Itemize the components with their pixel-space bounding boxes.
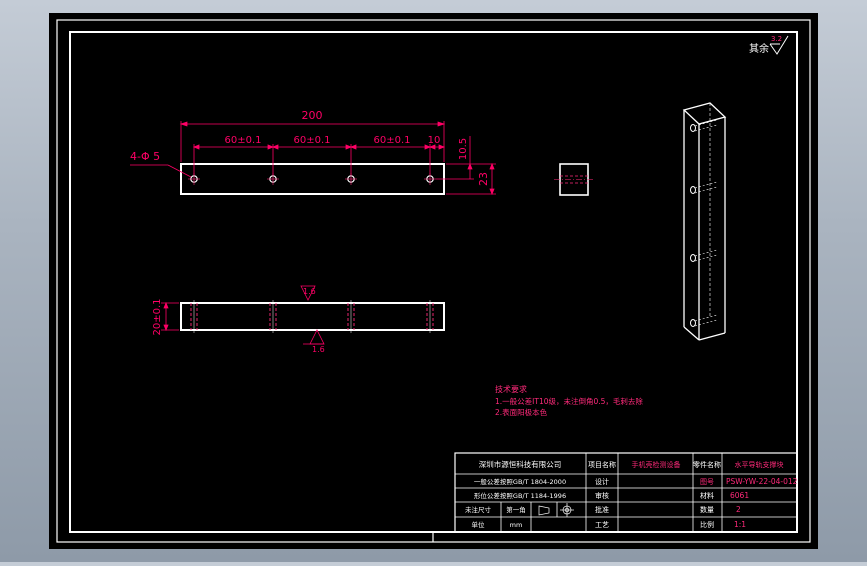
tb-label-review: 审核	[595, 491, 609, 500]
title-block-grid	[455, 453, 797, 532]
tb-value-material: 6061	[730, 491, 749, 500]
bottom-view[interactable]: 20±0.1 1.6 1.6	[152, 285, 445, 354]
bottom-view-hole-centers	[193, 300, 431, 333]
tb-label-scale: 比例	[700, 520, 714, 529]
bottom-view-outline	[180, 302, 445, 331]
dim-spacing-1-text: 60±0.1	[224, 135, 261, 146]
tb-label-part-name: 零件名称	[693, 460, 721, 469]
tb-value-qty: 2	[736, 505, 741, 514]
front-view[interactable]: 200 60±0.1 60±0.1 60±0.1 10 4-Φ 5	[130, 109, 496, 196]
dim-bottom-height[interactable]	[161, 301, 179, 332]
tb-row3-c2: 第一角	[506, 505, 526, 514]
side-view[interactable]	[554, 163, 594, 196]
tb-label-part-no: 图号	[700, 478, 714, 486]
dim-hole-spacing-chain[interactable]	[192, 144, 446, 175]
hole-callout-leader	[130, 164, 192, 178]
projection-symbol	[538, 503, 574, 517]
tb-company: 深圳市源恒科技有限公司	[479, 459, 562, 469]
dim-vertical-offset-text: 10.5	[458, 138, 469, 160]
tb-label-project: 项目名称	[588, 460, 616, 469]
roughness-value: 3.2	[771, 35, 782, 43]
notes-heading: 技术要求	[495, 384, 527, 394]
dim-spacing-2-text: 60±0.1	[293, 135, 330, 146]
tb-label-process: 工艺	[595, 521, 609, 529]
roughness-check-mark	[769, 35, 789, 55]
dim-bottom-height-text: 20±0.1	[152, 298, 163, 335]
drawing-sheet	[49, 13, 818, 549]
dim-overall-length[interactable]	[179, 121, 446, 162]
hole-callout-text: 4-Φ 5	[130, 150, 160, 163]
tb-standard-2: 形位公差按照GB/T 1184-1996	[474, 491, 566, 500]
isometric-view[interactable]	[682, 102, 727, 341]
roughness-symbol-bottom	[303, 329, 325, 345]
roughness-label: 其余	[749, 42, 769, 55]
technical-notes: 技术要求 1.一般公差IT10级，未注倒角0.5，毛刺去除 2.表面阳极本色	[495, 384, 643, 417]
roughness-top-value: 1.6	[303, 287, 316, 296]
tb-label-approve: 批准	[595, 505, 609, 514]
tb-value-part-no: PSW-YW-22-04-012	[726, 477, 798, 486]
notes-line-1: 1.一般公差IT10级，未注倒角0.5，毛刺去除	[495, 396, 643, 406]
roughness-symbol-top	[300, 285, 316, 301]
notes-line-2: 2.表面阳极本色	[495, 407, 548, 417]
tb-value-part-name: 水平导轨支撑块	[735, 460, 784, 469]
iso-holes	[690, 124, 696, 327]
tb-value-scale: 1:1	[734, 520, 746, 529]
bottom-view-hidden-holes	[190, 303, 434, 330]
dim-edge-offset-text: 10	[428, 135, 441, 146]
tb-value-project: 手机壳检测设备	[632, 460, 681, 469]
tb-label-drawn: 设计	[595, 477, 609, 486]
dim-spacing-3-text: 60±0.1	[373, 135, 410, 146]
tb-row3-c1: 未注尺寸	[465, 505, 492, 514]
dim-vertical-offset[interactable]	[436, 136, 474, 180]
dim-height[interactable]	[446, 162, 496, 196]
dim-height-text: 23	[477, 172, 490, 186]
tb-row4-c1: 单位	[472, 520, 486, 529]
tb-standard-1: 一般公差按照GB/T 1804-2000	[474, 477, 566, 486]
tb-label-material: 材料	[700, 491, 714, 500]
title-block-outline	[454, 452, 798, 533]
dim-overall-length-text: 200	[302, 109, 323, 122]
roughness-bottom-value: 1.6	[312, 345, 325, 354]
tb-label-qty: 数量	[700, 505, 714, 514]
tb-row4-c2: mm	[510, 521, 523, 529]
title-block[interactable]: 深圳市源恒科技有限公司 一般公差按照GB/T 1804-2000 形位公差按照G…	[454, 452, 798, 533]
roughness-symbol-general: 其余 3.2	[749, 35, 789, 55]
